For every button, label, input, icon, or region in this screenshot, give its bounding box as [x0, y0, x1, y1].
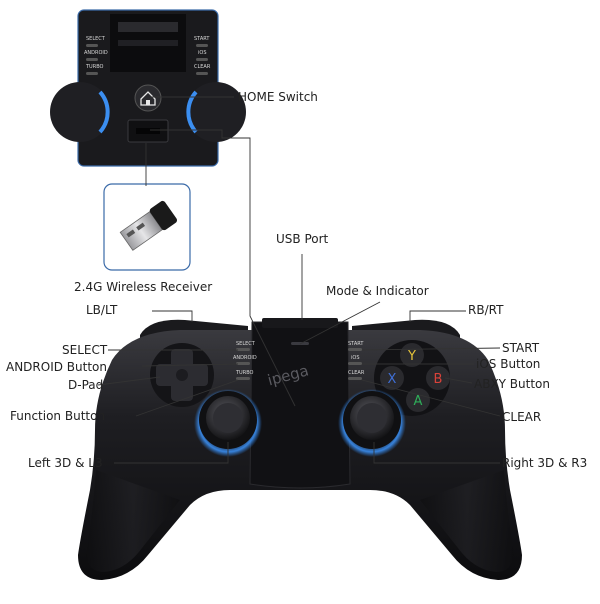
controller: ipega SELECT ANDROID TURBO START iOS CLE…: [78, 318, 522, 580]
inset-home-button: [134, 84, 162, 112]
inset-start-text: START: [194, 36, 210, 42]
label-select: SELECT: [62, 343, 108, 357]
label-right-3d: Right 3D & R3: [502, 456, 588, 470]
button-b: [426, 366, 450, 390]
label-mode-indicator: Mode & Indicator: [326, 284, 429, 298]
inset-clamp-bar: [118, 22, 178, 32]
leader-left-3d: [114, 442, 229, 464]
start-button: [348, 348, 362, 351]
inset-android-text: ANDROID: [84, 50, 108, 56]
button-b-letter: B: [434, 372, 443, 387]
label-receiver: 2.4G Wireless Receiver: [74, 280, 213, 294]
label-start: START: [502, 341, 540, 355]
leader-start: [361, 347, 501, 351]
top-inset-photo: SELECT ANDROID TURBO START iOS CLEAR: [50, 9, 246, 167]
inset-start-button: [196, 44, 208, 47]
button-x: [380, 366, 404, 390]
label-usb-port: USB Port: [276, 232, 329, 246]
label-clear: CLEAR: [502, 410, 542, 424]
leader-function: [150, 129, 296, 407]
select-text: SELECT: [236, 341, 256, 347]
inset-ios-text: iOS: [198, 50, 207, 56]
inset-android-button: [86, 58, 98, 61]
label-function-button: Function Button: [10, 409, 106, 423]
label-rb-rt: RB/RT: [468, 303, 504, 317]
d-pad: [150, 343, 214, 407]
label-lb-lt: LB/LT: [86, 303, 118, 317]
leader-turbo: [135, 379, 239, 417]
ios-button: [348, 362, 362, 365]
inset-select-text: SELECT: [86, 36, 106, 42]
button-a: [406, 388, 430, 412]
leader-right-3d: [373, 442, 500, 464]
right-grip: [420, 470, 514, 572]
home-icon: [140, 91, 156, 106]
leader-abxy: [444, 377, 473, 384]
select-button: [236, 348, 250, 351]
turbo-button: [236, 377, 250, 380]
inset-right-stick: [186, 82, 246, 142]
inset-turbo-text: TURBO: [85, 64, 104, 70]
label-left-3d: Left 3D & L3: [28, 456, 103, 470]
usb-dongle-icon: [119, 200, 178, 251]
left-thumbstick: [194, 389, 262, 457]
leader-rb: [409, 310, 466, 322]
inset-clear-button: [196, 72, 208, 75]
right-thumbstick: [338, 389, 406, 457]
inset-select-button: [86, 44, 98, 47]
inset-turbo-button: [86, 72, 98, 75]
label-home-switch: HOME Switch: [238, 90, 318, 104]
inset-left-glow: [98, 90, 110, 134]
turbo-text: TURBO: [235, 370, 254, 376]
inset-right-glow: [186, 90, 198, 134]
button-a-letter: A: [414, 394, 423, 409]
leader-dpad: [97, 376, 161, 386]
button-x-letter: X: [388, 372, 397, 387]
leader-mode: [299, 301, 381, 345]
label-android-button: ANDROID Button: [6, 360, 107, 374]
label-d-pad: D-Pad: [68, 378, 104, 392]
receiver-inset: [103, 183, 191, 271]
inset-clamp-slot: [118, 40, 178, 46]
inset-left-stick: [50, 82, 110, 142]
leader-lb: [152, 310, 193, 322]
left-grip: [86, 470, 180, 572]
leader-clear: [361, 379, 501, 417]
android-button: [236, 362, 250, 365]
clear-button: [348, 377, 362, 380]
inset-usb-slot: [136, 128, 160, 134]
label-abxy-button: ABXY Button: [474, 377, 551, 391]
ios-text: iOS: [351, 355, 360, 361]
clear-text: CLEAR: [348, 370, 365, 376]
usb-port: [262, 318, 338, 328]
center-clamp: [249, 321, 351, 489]
button-y-letter: Y: [407, 349, 416, 364]
inset-ios-button: [196, 58, 208, 61]
android-text: ANDROID: [233, 355, 257, 361]
leader-android: [141, 363, 239, 367]
leader-lines: [97, 96, 501, 464]
label-ios-button: iOS Button: [476, 357, 541, 371]
start-text: START: [348, 341, 364, 347]
inset-clear-text: CLEAR: [194, 64, 211, 70]
